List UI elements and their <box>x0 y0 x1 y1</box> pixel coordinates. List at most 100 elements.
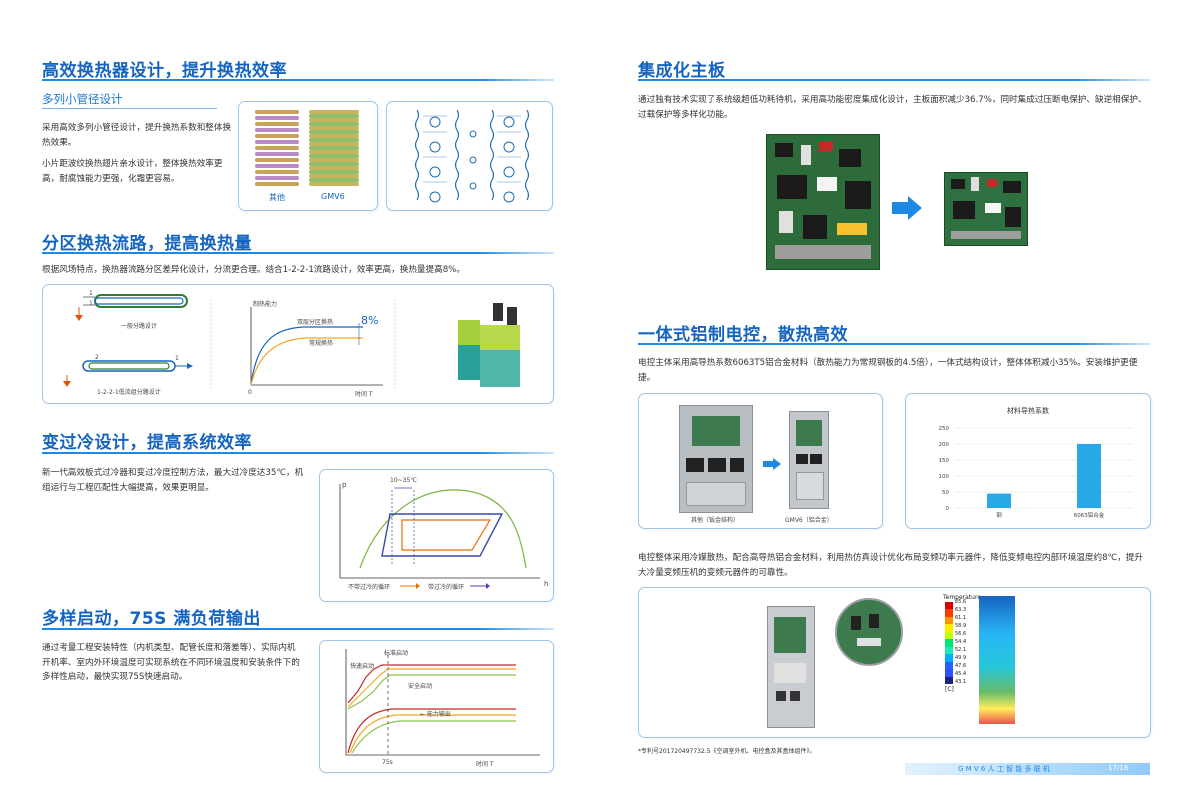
section-rule <box>42 79 554 81</box>
series-conventional: 常规换热 <box>309 340 334 347</box>
section-title-startup: 多样启动，75S 满负荷输出 <box>42 609 261 629</box>
x-tick-label: 钢 <box>996 511 1002 519</box>
y-tick-label: 50 <box>942 490 949 496</box>
colorbar-segment <box>945 646 953 655</box>
ph-diagram-panel: p h 10~35℃ 不带过冷的循环 带过冷的循环 <box>319 469 554 602</box>
aluminum-para: 电控主体采用高导热系数6063T5铝合金材料（散热能力为常规钢板的4.5倍），一… <box>638 358 1138 383</box>
temperature-label: 65.6 <box>955 599 967 605</box>
x-tick-label: 6063铝合金 <box>1074 511 1105 519</box>
section-subtitle: 多列小管径设计 <box>42 92 123 106</box>
colorbar-segment <box>945 669 953 678</box>
flow-path-panel: 1 1 一般分路设计 2 1 1-2-2-1低流组分路设计 制热能力 时间 T … <box>42 284 554 404</box>
label-fast-start: 快速启动 <box>350 663 375 670</box>
bar <box>987 493 1011 508</box>
flow2-num-b: 1 <box>175 355 179 362</box>
legend-no-subcool: 不带过冷的循环 <box>348 584 391 591</box>
series-double-zone: 双层分区换热 <box>297 319 334 326</box>
legend-subcool: 带过冷的循环 <box>428 584 465 591</box>
colorbar-segment <box>945 631 953 640</box>
label-other: 其他 <box>269 193 285 202</box>
flow1-num-b: 1 <box>89 300 93 307</box>
cooling-para: 电控整体采用冷媒散热，配合高导热铝合金材料，利用热仿真设计优化布局变频功率元器件… <box>638 553 1143 578</box>
chart-title: 材料导热系数 <box>1007 407 1049 415</box>
startup-para: 通过考量工程安装特性（内机类型、配管长度和落差等）、实际内机开机率、室内外环境温… <box>42 643 300 682</box>
temperature-title: Temperature <box>943 594 982 601</box>
section-title-mainboard: 集成化主板 <box>638 61 726 81</box>
aluminum-box-image <box>789 411 829 509</box>
colorbar-segment <box>945 676 953 685</box>
gain-label: 8% <box>361 314 379 327</box>
temperature-label: 56.6 <box>955 631 967 637</box>
heat-exchanger-para-1: 采用高效多列小管径设计，提升换热系数和整体换热效果。 <box>42 123 232 148</box>
y-tick-label: 200 <box>939 442 950 448</box>
flow-path-diagrams <box>63 294 520 391</box>
temperature-label: 43.1 <box>955 679 967 685</box>
old-mainboard-image <box>766 134 880 270</box>
control-box-comparison-panel: 其他（钣金结构） GMV6（铝合金） <box>638 393 883 529</box>
page-number: 17/18 <box>1108 764 1129 772</box>
section-rule <box>42 452 554 454</box>
startup-curves <box>345 649 540 756</box>
capacity-ylabel: 制热能力 <box>253 301 278 308</box>
ph-xlabel: h <box>544 580 549 588</box>
label-75s: 75s <box>382 759 393 766</box>
temperature-label: 54.4 <box>955 639 967 645</box>
arrow-right-icon <box>892 196 922 224</box>
section-title-heat-exchanger: 高效换热器设计，提升换热效率 <box>42 61 287 81</box>
caption-sheet-metal: 其他（钣金结构） <box>691 517 740 524</box>
section-rule <box>638 343 1150 345</box>
fin-pattern-panel <box>386 101 553 211</box>
section-title-subcooling: 变过冷设计，提高系统效率 <box>42 433 252 453</box>
bar <box>1077 444 1101 508</box>
ph-diagram <box>339 484 540 589</box>
arrow-right-icon <box>763 455 781 474</box>
magnified-detail-image <box>835 598 903 666</box>
flow1-num-a: 1 <box>89 290 93 297</box>
ph-ylabel: p <box>342 481 347 489</box>
temperature-label: 47.6 <box>955 663 967 669</box>
temperature-label: 58.9 <box>955 623 967 629</box>
temperature-label: 45.4 <box>955 671 967 677</box>
subcooling-para: 新一代高效板式过冷器和变过冷度控制方法，最大过冷度达35℃，机组运行与工程匹配性… <box>42 468 304 493</box>
temperature-label: 49.9 <box>955 655 967 661</box>
section-title-aluminum: 一体式铝制电控，散热高效 <box>638 325 848 345</box>
label-capacity-output: ← 能力输出 <box>420 711 451 718</box>
label-safe-start: 安全启动 <box>408 683 433 690</box>
colorbar-segment <box>945 616 953 625</box>
temperature-label: 52.1 <box>955 647 967 653</box>
new-mainboard-image <box>944 172 1028 246</box>
control-box-3d-image <box>767 606 815 728</box>
subcool-range: 10~35℃ <box>390 477 418 484</box>
fin-wave-diagram <box>414 109 530 203</box>
mainboard-para: 通过独有技术实现了系统级超低功耗待机，采用高功能密度集成化设计，主板面积减少36… <box>638 95 1147 120</box>
thermal-heatmap-image <box>979 596 1015 724</box>
heat-exchanger-para-2: 小片距波纹换热翅片亲水设计，整体换热效率更高，耐腐蚀能力更强，化霜更容易。 <box>42 159 223 184</box>
temperature-label: 61.1 <box>955 615 967 621</box>
section-rule <box>42 628 554 630</box>
startup-xlabel: 时间 T <box>476 761 494 768</box>
sheet-metal-box-image <box>679 405 753 513</box>
capacity-xlabel: 时间 T <box>355 391 373 398</box>
flow1-caption: 一般分路设计 <box>121 323 158 330</box>
colorbar-segment <box>945 609 953 618</box>
tube-comparison-panel: 其他 GMV6 <box>238 101 378 211</box>
flow2-caption: 1-2-2-1低流组分路设计 <box>97 389 161 396</box>
colorbar-segment <box>945 661 953 670</box>
section-title-flow-path: 分区换热流路，提高换热量 <box>42 234 252 254</box>
label-gmv6: GMV6 <box>321 192 345 201</box>
colorbar-segment <box>945 639 953 648</box>
tube-bundle-gmv6 <box>309 110 359 186</box>
flow2-num-a: 2 <box>95 354 99 361</box>
y-tick-label: 0 <box>946 506 950 512</box>
startup-chart-panel: 快速启动 标准启动 安全启动 ← 能力输出 75s 时间 T <box>319 640 554 773</box>
flow-path-para: 根据风场特点，换热器流路分区差异化设计，分流更合理。结合1-2-2-1流路设计，… <box>42 265 465 275</box>
capacity-origin: 0 <box>248 389 252 396</box>
tube-bundle-other <box>255 110 299 186</box>
colorbar-segment <box>945 654 953 663</box>
colorbar-segment <box>945 624 953 633</box>
subtitle-rule <box>42 108 217 109</box>
label-standard-start: 标准启动 <box>384 650 409 657</box>
y-tick-label: 100 <box>939 474 950 480</box>
